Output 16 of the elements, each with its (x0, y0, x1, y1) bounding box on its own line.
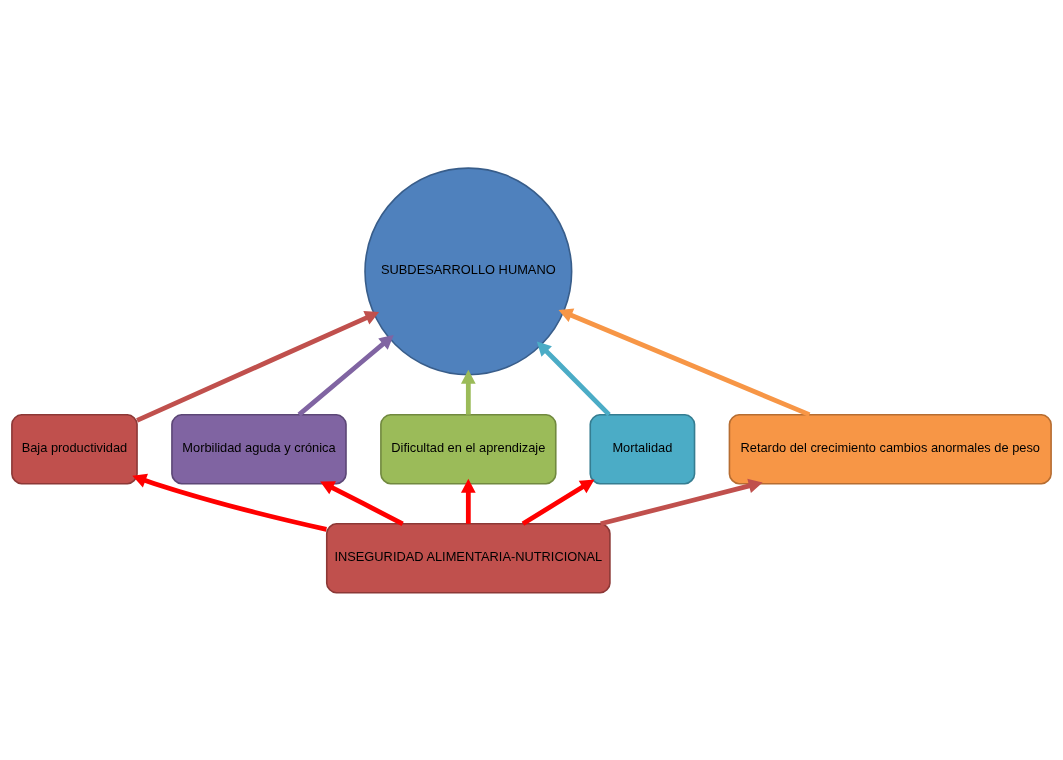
arrow (521, 479, 595, 526)
arrow (136, 310, 380, 423)
node-box: Morbilidad aguda y crónica (171, 413, 347, 484)
arrow (297, 334, 394, 416)
arrow (461, 478, 476, 524)
node-box: Dificultad en el aprendizaje (380, 413, 557, 484)
node-box: INSEGURIDAD ALIMENTARIA-NUTRICIONAL (325, 522, 611, 594)
node-box: Mortalidad (589, 413, 696, 484)
arrow (600, 478, 763, 526)
arrow (558, 308, 811, 417)
arrow (461, 369, 476, 415)
arrow (320, 480, 404, 526)
arrow (536, 341, 611, 416)
arrow (132, 473, 327, 532)
node-box: Retardo del crecimiento cambios anormales de peso (728, 413, 1052, 484)
node-box: Baja productividad (11, 413, 138, 484)
